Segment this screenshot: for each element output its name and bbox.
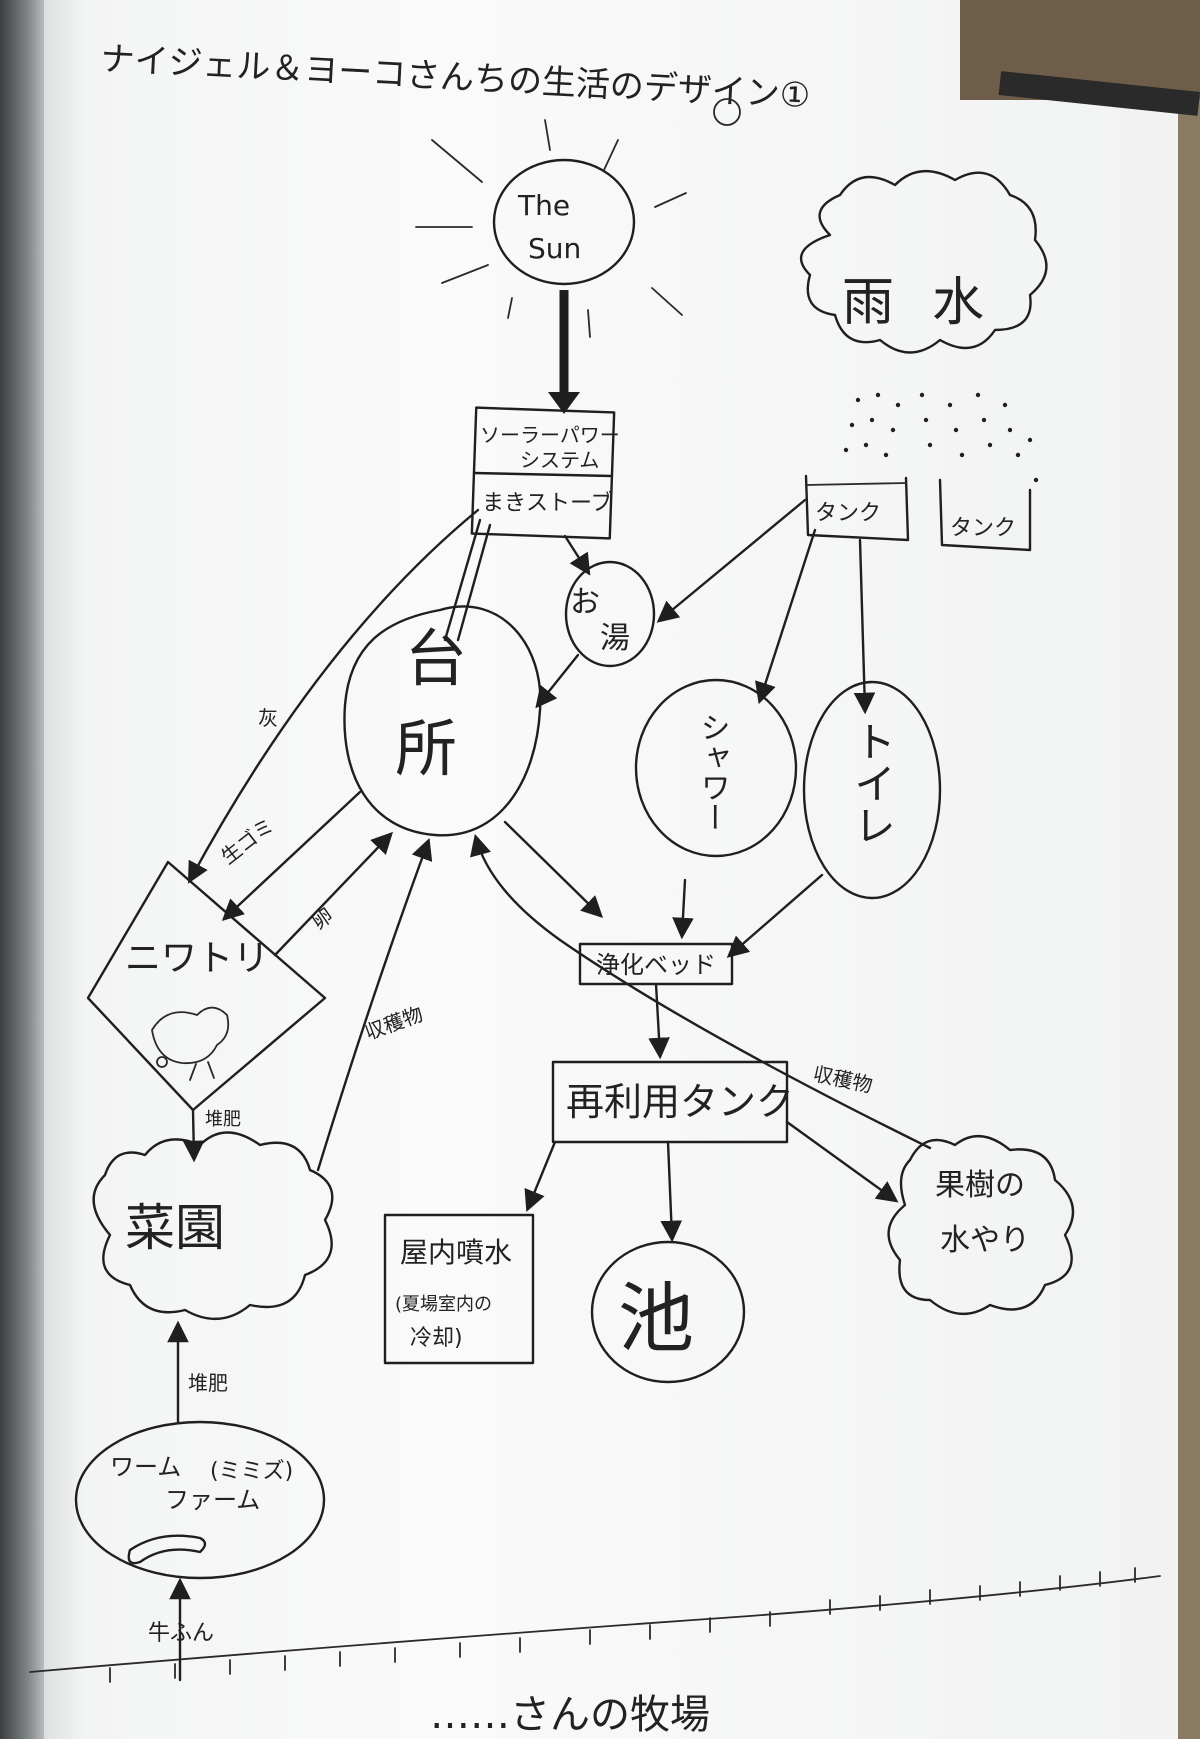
kitchen-label-2: 所 bbox=[395, 712, 457, 785]
arrow-toilet-to-purify bbox=[726, 873, 824, 958]
arrow-hotwater-to-kitchen bbox=[535, 653, 580, 709]
diagram-title: ナイジェル＆ヨーコさんちの生活のデザイン① bbox=[100, 39, 812, 116]
worm-label-1: ワーム bbox=[110, 1453, 181, 1481]
kitchen-label-1: 台 bbox=[405, 622, 467, 695]
orchard-label-2: 水やり bbox=[940, 1223, 1030, 1258]
reuse-tank-label: 再利用タンク bbox=[566, 1080, 794, 1124]
solar-label-2: システム bbox=[520, 448, 599, 472]
worm-farm-node: ワーム ファーム (ミミズ) bbox=[74, 1420, 326, 1580]
worm-drawing bbox=[127, 1534, 207, 1565]
sprinkler-label-2: (夏場室内の bbox=[395, 1294, 492, 1315]
binder-spine bbox=[0, 0, 44, 1739]
chicken-label: ニワトリ bbox=[125, 938, 269, 979]
arrow-reuse-to-sprinkler bbox=[524, 1140, 557, 1212]
arrow-kitchen-to-purify bbox=[503, 820, 604, 919]
tank-2-label: タンク bbox=[950, 516, 1016, 541]
solar-stove-box: ソーラーパワー システム まきストーブ bbox=[470, 406, 620, 540]
orchard-label-1: 果樹の bbox=[935, 1168, 1025, 1203]
pond-node: 池 bbox=[590, 1240, 746, 1384]
stove-label: まきストーブ bbox=[482, 491, 613, 516]
solar-label-1: ソーラーパワー bbox=[480, 423, 620, 447]
pond-label: 池 bbox=[618, 1274, 694, 1363]
sun-node: The Sun bbox=[415, 119, 687, 338]
arrow-reuse-to-orchard bbox=[785, 1120, 899, 1203]
reuse-tank-node: 再利用タンク bbox=[551, 1060, 794, 1144]
arrow-shower-to-purify bbox=[672, 878, 694, 940]
arrow-kitchen-to-chicken bbox=[221, 790, 362, 921]
sun-label-1: The bbox=[517, 189, 570, 222]
tank-1-node: タンク bbox=[804, 474, 910, 542]
flow-arrows bbox=[167, 498, 932, 1682]
hotwater-label-1: お bbox=[570, 585, 600, 620]
title-number-circle bbox=[713, 98, 741, 126]
toilet-label: トイレ bbox=[848, 720, 897, 846]
edge-label-kitchen-scraps: 生ゴミ bbox=[216, 813, 278, 869]
worm-label-note: (ミミズ) bbox=[210, 1459, 293, 1484]
sun-arrowhead bbox=[548, 392, 580, 414]
tank-1-label: タンク bbox=[815, 501, 881, 526]
arrow-garden-to-kitchen bbox=[316, 837, 433, 1172]
edge-label-manure: 牛ふん bbox=[148, 1621, 214, 1646]
rain-cloud-node: 雨水 bbox=[799, 169, 1048, 483]
sprinkler-label-1: 屋内噴水 bbox=[400, 1236, 512, 1269]
raindrops bbox=[843, 392, 1039, 483]
arrow-chicken-to-kitchen bbox=[273, 831, 393, 957]
edge-label-harvest-1: 収穫物 bbox=[362, 1002, 427, 1045]
arrow-solar-to-hotwater bbox=[563, 534, 591, 576]
purify-label: 浄化ベッド bbox=[596, 951, 716, 979]
shower-node: シャワー bbox=[634, 678, 798, 858]
chicken-drawing bbox=[151, 1006, 230, 1081]
edge-label-ash: 灰 bbox=[258, 706, 278, 730]
sprinkler-label-3: 冷却) bbox=[410, 1326, 463, 1351]
arrow-orchard-to-kitchen bbox=[470, 833, 932, 1150]
arrow-tank-to-toilet bbox=[853, 538, 876, 715]
rain-label: 雨水 bbox=[842, 273, 1022, 333]
worm-label-2: ファーム bbox=[165, 1486, 260, 1514]
garden-label: 菜園 bbox=[125, 1199, 225, 1257]
sun-label-2: Sun bbox=[528, 232, 581, 265]
edge-label-compost-1: 堆肥 bbox=[205, 1109, 241, 1130]
garden-node: 菜園 bbox=[92, 1131, 334, 1321]
arrow-tank-to-hotwater bbox=[656, 498, 807, 623]
kitchen-node: 台 所 bbox=[343, 605, 542, 837]
chicken-node: ニワトリ bbox=[86, 860, 327, 1112]
toilet-node: トイレ bbox=[802, 680, 942, 900]
purify-node: 浄化ベッド bbox=[578, 942, 734, 986]
edge-label-egg: 卵 bbox=[307, 903, 337, 934]
shower-label: シャワー bbox=[695, 712, 730, 832]
arrow-purify-to-reuse bbox=[648, 982, 670, 1060]
arrow-chicken-to-garden bbox=[182, 1108, 205, 1163]
tank-2-node: タンク bbox=[938, 478, 1032, 552]
orchard-node: 果樹の 水やり bbox=[887, 1134, 1075, 1316]
edge-label-compost-2: 堆肥 bbox=[188, 1371, 228, 1395]
arrow-reuse-to-pond bbox=[660, 1140, 683, 1243]
line-stove-to-kitchen-2 bbox=[456, 523, 492, 642]
ranch-label: ……さんの牧場 bbox=[430, 1692, 710, 1738]
paper-sheet bbox=[38, 0, 1178, 1739]
arrow-stove-to-chicken bbox=[187, 508, 480, 884]
line-stove-to-kitchen bbox=[443, 518, 482, 642]
arrow-tank-to-shower bbox=[755, 528, 817, 705]
sprinkler-node: 屋内噴水 (夏場室内の 冷却) bbox=[383, 1213, 535, 1365]
hotwater-label-2: 湯 bbox=[600, 621, 630, 656]
ranch-fence bbox=[29, 1567, 1161, 1683]
hotwater-node: お 湯 bbox=[564, 560, 656, 668]
